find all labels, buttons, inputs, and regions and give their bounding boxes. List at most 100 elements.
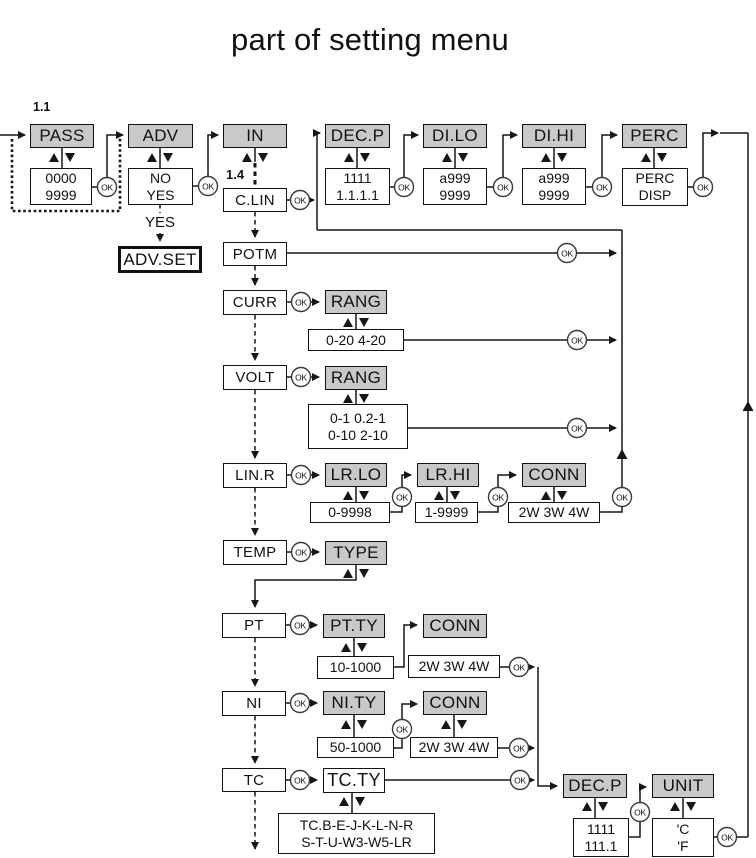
ok-key: OK bbox=[290, 464, 312, 486]
nity-ok-to-conn bbox=[401, 700, 418, 720]
node-pt: PT bbox=[222, 613, 286, 638]
svg-text:OK: OK bbox=[294, 621, 306, 631]
up-arrow-icon bbox=[541, 491, 551, 500]
up-arrow-icon bbox=[339, 797, 349, 806]
down-arrow-icon bbox=[65, 153, 75, 162]
node-curr: CURR bbox=[223, 290, 287, 315]
svg-text:OK: OK bbox=[101, 183, 113, 193]
ok-key: OK bbox=[290, 291, 312, 313]
lrlo-val-to-ok bbox=[390, 507, 403, 513]
decp-ok-to-dilo bbox=[403, 131, 419, 178]
dilo-ok-to-dihi bbox=[502, 131, 518, 178]
value-line: 'C bbox=[676, 820, 690, 837]
svg-text:OK: OK bbox=[697, 183, 709, 193]
value-line: 0-1 0.2-1 bbox=[329, 409, 387, 426]
down-arrow-icon bbox=[557, 491, 567, 500]
node-tc: TC bbox=[222, 768, 286, 792]
down-arrow-icon bbox=[458, 153, 468, 162]
ok-key: OK bbox=[391, 486, 413, 508]
value-conn-linr: 2W 3W 4W bbox=[508, 502, 600, 523]
down-arrow-icon bbox=[357, 643, 367, 652]
up-arrow-icon bbox=[343, 318, 353, 327]
dihi-ok-to-perc bbox=[601, 131, 618, 178]
value-line: TC.B-E-J-K-L-N-R bbox=[299, 816, 414, 833]
down-arrow-icon bbox=[355, 797, 365, 806]
decp2-val-to-ok bbox=[629, 821, 641, 838]
down-arrow-icon bbox=[657, 153, 667, 162]
node-c-lin: C.LIN bbox=[223, 188, 287, 212]
svg-text:OK: OK bbox=[497, 183, 509, 193]
node-ni-ty: NI.TY bbox=[323, 691, 385, 715]
up-arrow-icon bbox=[147, 153, 157, 162]
up-arrow-icon bbox=[670, 802, 680, 811]
value-line: NO bbox=[150, 169, 171, 186]
node-pt-ty: PT.TY bbox=[323, 614, 385, 638]
down-arrow-icon bbox=[359, 569, 369, 578]
down-arrow-icon bbox=[598, 802, 608, 811]
type-to-pt bbox=[251, 565, 357, 608]
up-arrow-icon bbox=[441, 720, 451, 729]
perc-ok-to-edge bbox=[702, 129, 719, 178]
svg-text:OK: OK bbox=[396, 493, 408, 503]
node-conn-ni: CONN bbox=[423, 691, 487, 715]
down-arrow-icon bbox=[450, 491, 460, 500]
ok-key: OK bbox=[591, 176, 613, 198]
value-line: 1111 bbox=[586, 820, 616, 837]
value-line: 'F bbox=[677, 837, 689, 854]
ok-key: OK bbox=[289, 692, 311, 714]
nity-val-to-ok bbox=[394, 738, 403, 749]
up-arrow-icon bbox=[344, 153, 354, 162]
node-lr-hi: LR.HI bbox=[417, 463, 479, 487]
svg-text:OK: OK bbox=[295, 373, 307, 383]
node-dec-p2: DEC.P bbox=[563, 774, 627, 798]
down-arrow-icon bbox=[557, 153, 567, 162]
pass-ok-to-adv bbox=[106, 131, 124, 178]
pass-skip-dotted-path bbox=[10, 138, 122, 213]
up-arrow-icon bbox=[343, 491, 353, 500]
up-arrow-icon bbox=[343, 394, 353, 403]
ok-key: OK bbox=[391, 718, 413, 740]
edge-up-arrow bbox=[742, 401, 754, 411]
svg-text:OK: OK bbox=[294, 699, 306, 709]
flow-direction-arrows bbox=[616, 401, 754, 459]
node-lr-lo: LR.LO bbox=[325, 463, 387, 487]
node-pass: PASS bbox=[30, 124, 94, 148]
value-line: 1.1.1.1 bbox=[336, 186, 379, 203]
ok-key: OK bbox=[289, 189, 311, 211]
node-rang-curr: RANG bbox=[325, 290, 387, 314]
ok-key: OK bbox=[492, 176, 514, 198]
value-line: 9999 bbox=[538, 186, 570, 203]
flow-lines bbox=[0, 129, 749, 838]
svg-text:OK: OK bbox=[571, 424, 583, 434]
ok-key: OK bbox=[290, 366, 312, 388]
node-lin-r: LIN.R bbox=[223, 463, 287, 488]
ok-key: OK bbox=[566, 329, 588, 351]
value-pt-ty: 10-1000 bbox=[317, 656, 394, 679]
conn1-val-to-ok bbox=[600, 507, 623, 513]
clin-riser-to-decp bbox=[313, 129, 321, 230]
up-arrow-icon bbox=[341, 643, 351, 652]
down-arrow-icon bbox=[357, 720, 367, 729]
svg-text:OK: OK bbox=[294, 776, 306, 786]
adv-ok-to-in bbox=[207, 131, 219, 177]
updown-key-icons bbox=[49, 153, 696, 811]
value-line: 9999 bbox=[439, 186, 471, 203]
collector-up-arrow bbox=[616, 449, 628, 459]
ok-key: OK bbox=[611, 486, 633, 508]
ok-key: OK bbox=[509, 769, 531, 791]
value-line: 0000 bbox=[45, 169, 77, 186]
up-arrow-icon bbox=[341, 720, 351, 729]
yes-branch-label: YES bbox=[144, 214, 175, 231]
up-arrow-icon bbox=[541, 153, 551, 162]
node-temp: TEMP bbox=[223, 540, 287, 565]
down-arrow-icon bbox=[258, 153, 268, 162]
down-arrow-icon bbox=[360, 153, 370, 162]
ok-key: OK bbox=[508, 656, 530, 678]
ok-key: OK bbox=[692, 176, 714, 198]
node-tc-ty: TC.TY bbox=[323, 768, 385, 793]
